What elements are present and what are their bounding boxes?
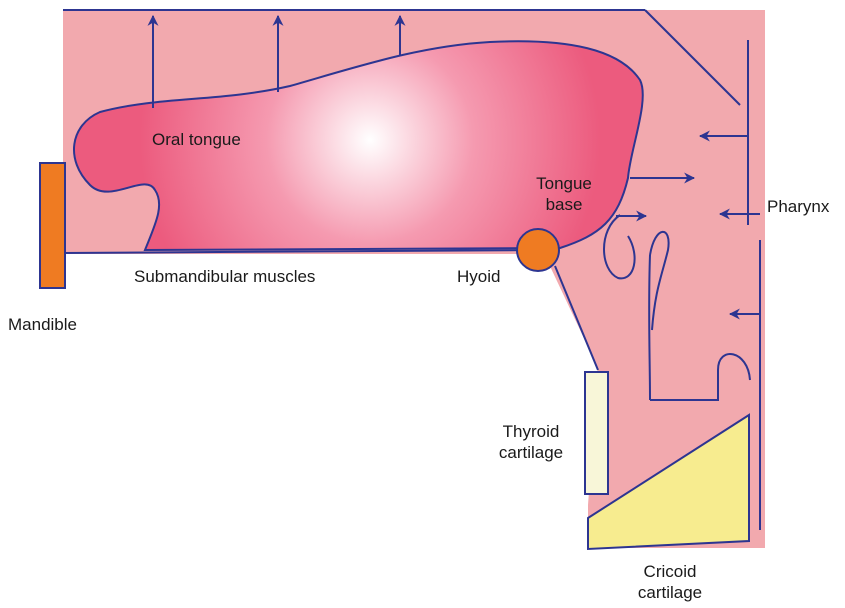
hyoid-bone (517, 229, 559, 271)
label-cricoid-line1: Cricoid (622, 561, 718, 582)
label-tongue-base: Tongue base (524, 173, 604, 215)
label-hyoid: Hyoid (457, 266, 500, 287)
label-thyroid-cartilage: Thyroid cartilage (483, 421, 579, 463)
label-submandibular-muscles: Submandibular muscles (134, 266, 315, 287)
label-thyroid-line2: cartilage (483, 442, 579, 463)
mandible-bone (40, 163, 65, 288)
label-mandible: Mandible (8, 314, 77, 335)
label-oral-tongue: Oral tongue (152, 129, 241, 150)
label-cricoid-line2: cartilage (622, 582, 718, 603)
label-tongue-base-line1: Tongue (524, 173, 604, 194)
label-thyroid-line1: Thyroid (483, 421, 579, 442)
label-pharynx: Pharynx (767, 196, 829, 217)
thyroid-cartilage (585, 372, 608, 494)
label-tongue-base-line2: base (524, 194, 604, 215)
label-cricoid-cartilage: Cricoid cartilage (622, 561, 718, 603)
